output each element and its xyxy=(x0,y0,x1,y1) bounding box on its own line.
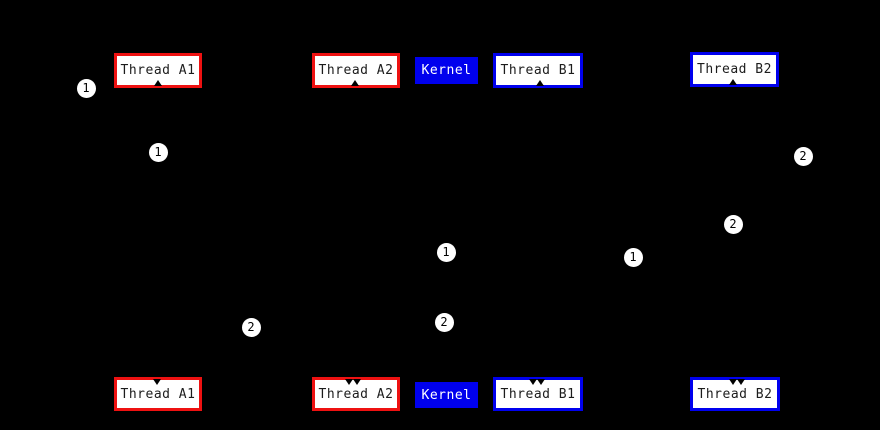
step-badge-2: 2 xyxy=(723,214,743,234)
node-thread-a2-top: Thread A2 xyxy=(312,53,400,88)
node-kernel-bottom: Kernel xyxy=(415,382,478,408)
node-label: Thread A2 xyxy=(318,386,394,402)
edge-arrowhead-notch xyxy=(345,379,353,385)
edge-arrowhead-notch xyxy=(737,379,745,385)
node-thread-b2-bottom: Thread B2 xyxy=(690,377,780,411)
node-label: Thread A1 xyxy=(120,63,196,78)
edge-arrowhead-notch xyxy=(536,80,544,86)
step-badge-1: 1 xyxy=(148,142,168,162)
step-badge-2: 2 xyxy=(793,146,813,166)
edge-arrowhead-notch xyxy=(537,379,545,385)
node-kernel-top: Kernel xyxy=(415,57,478,84)
step-badge-2: 2 xyxy=(434,312,454,332)
step-badge-1: 1 xyxy=(76,78,96,98)
step-badge-2: 2 xyxy=(241,317,261,337)
node-label: Kernel xyxy=(421,63,472,78)
step-badge-1: 1 xyxy=(623,247,643,267)
step-badge-1: 1 xyxy=(436,242,456,262)
edge-arrowhead-notch xyxy=(353,379,361,385)
node-label: Thread B2 xyxy=(697,62,772,77)
edge-arrowhead-notch xyxy=(729,79,737,85)
node-label: Kernel xyxy=(421,387,472,403)
node-label: Thread A1 xyxy=(120,386,196,402)
node-label: Thread B1 xyxy=(500,386,576,402)
node-thread-b1-top: Thread B1 xyxy=(493,53,583,88)
node-label: Thread B1 xyxy=(500,63,576,78)
edge-arrowhead-notch xyxy=(729,379,737,385)
edge-arrowhead-notch xyxy=(529,379,537,385)
node-label: Thread A2 xyxy=(318,63,394,78)
edge-arrowhead-notch xyxy=(153,379,161,385)
edge-arrowhead-notch xyxy=(351,80,359,86)
edge-arrowhead-notch xyxy=(154,80,162,86)
node-thread-b1-bottom: Thread B1 xyxy=(493,377,583,411)
node-thread-a1-top: Thread A1 xyxy=(114,53,202,88)
node-thread-b2-top: Thread B2 xyxy=(690,52,779,87)
node-thread-a2-bottom: Thread A2 xyxy=(312,377,400,411)
node-label: Thread B2 xyxy=(697,386,773,402)
node-thread-a1-bottom: Thread A1 xyxy=(114,377,202,411)
